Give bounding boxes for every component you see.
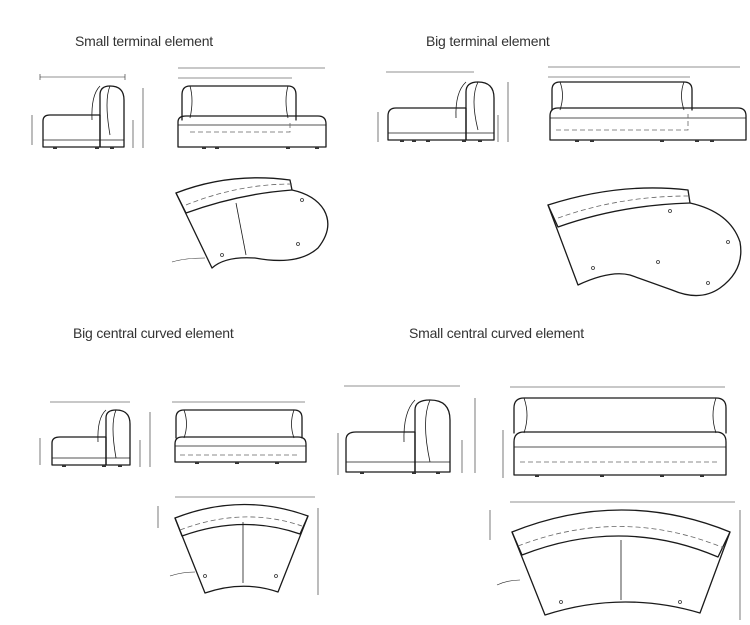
section-title-big-terminal: Big terminal element — [426, 33, 550, 49]
small-terminal-front-view — [177, 67, 327, 149]
section-title-big-central-curved: Big central curved element — [73, 325, 234, 341]
small-terminal-top-view — [171, 177, 329, 269]
small-terminal-side-view — [31, 74, 144, 149]
small-central-curved-front-view — [502, 386, 727, 478]
big-terminal-front-view — [548, 66, 747, 142]
big-central-curved-side-view — [39, 401, 151, 467]
big-terminal-side-view — [377, 71, 509, 142]
section-title-small-central-curved: Small central curved element — [409, 325, 584, 341]
small-central-curved-top-view — [489, 501, 741, 620]
big-central-curved-front-view — [172, 401, 307, 464]
big-central-curved-top-view — [157, 496, 319, 595]
section-title-small-terminal: Small terminal element — [75, 33, 213, 49]
big-terminal-top-view — [547, 187, 742, 297]
small-central-curved-side-view — [337, 385, 476, 475]
